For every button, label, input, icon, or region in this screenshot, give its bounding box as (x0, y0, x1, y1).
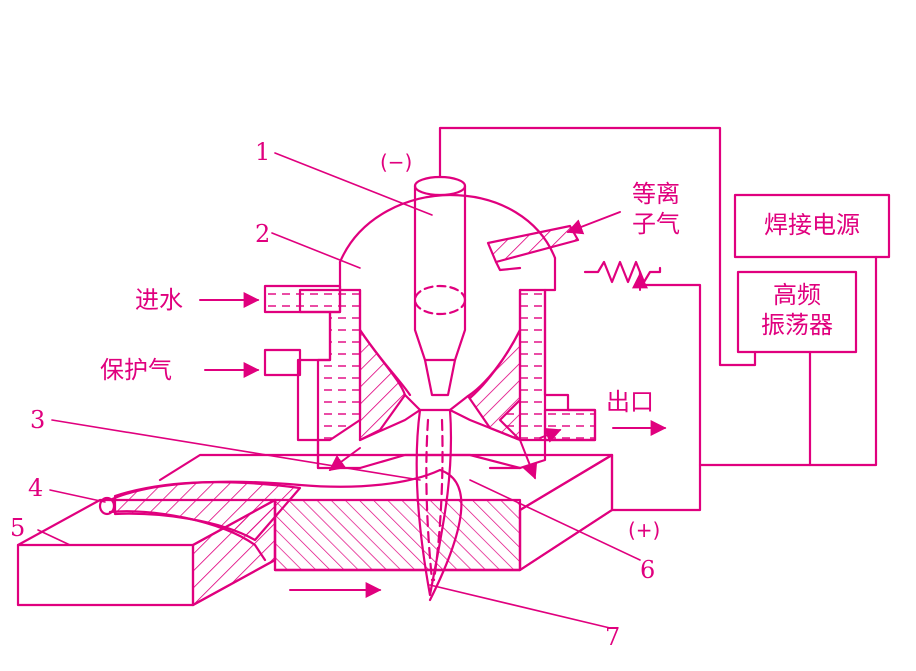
part-3-label: 3 (30, 406, 46, 434)
plasma-jet (415, 408, 463, 602)
hf-oscillator-label: 高频 振荡器 (738, 280, 856, 340)
plasma-gas-pipe (486, 224, 580, 272)
shield-gas-pipe (263, 348, 302, 377)
part-5-label: 5 (10, 514, 26, 542)
part-7-label: 7 (605, 623, 621, 651)
plasma-gas-label-line2: 子气 (632, 210, 680, 238)
part-1-label: 1 (255, 138, 271, 166)
anode-plus-label: (+) (628, 518, 661, 542)
flow-arrows (199, 211, 667, 598)
hf-oscillator-line1: 高频 (773, 281, 821, 309)
weld-bead (98, 468, 442, 562)
outlet-pipe (543, 408, 597, 442)
leader-lines (37, 152, 641, 629)
water-in-label: 进水 (135, 286, 183, 314)
part-6-label: 6 (640, 556, 656, 584)
hf-oscillator-line2: 振荡器 (761, 311, 833, 339)
shield-gas-label: 保护气 (100, 356, 172, 384)
tungsten-electrode (413, 175, 467, 397)
water-inlet-pipe (263, 284, 342, 314)
part-2-label: 2 (255, 220, 271, 248)
power-supply-label: 焊接电源 (764, 211, 860, 239)
part-4-label: 4 (28, 474, 44, 502)
plasma-gas-label-line1: 等离 (632, 180, 680, 208)
outlet-label: 出口 (606, 388, 654, 416)
cathode-minus-label: (−) (380, 150, 413, 174)
